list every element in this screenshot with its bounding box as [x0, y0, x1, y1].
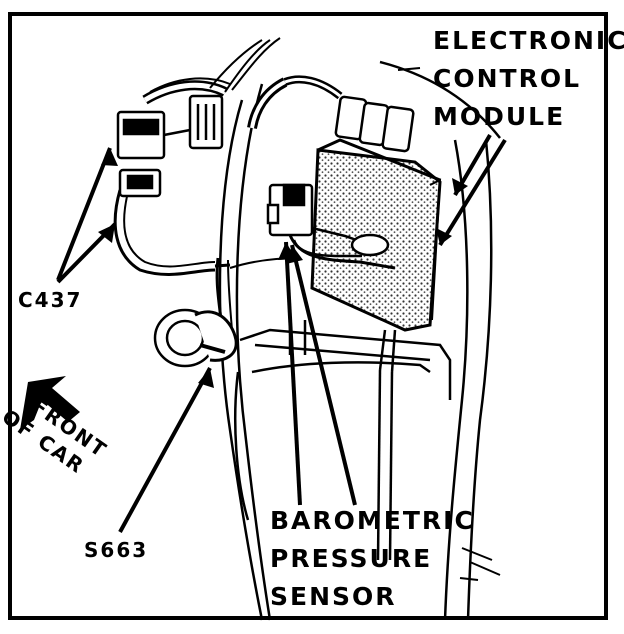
baro-label-line2: PRESSURE — [270, 544, 433, 573]
c437-label: C437 — [18, 288, 83, 312]
dash-outline — [218, 60, 501, 621]
stray-marks — [397, 67, 501, 581]
baro-label-line1: BAROMETRIC — [270, 506, 475, 535]
front-of-car-arrow-icon — [20, 376, 80, 430]
diagram-frame — [8, 12, 608, 620]
baro-label-line3: SENSOR — [270, 582, 397, 611]
s663-label: S663 — [84, 538, 149, 562]
ecm-label-line2: CONTROL — [433, 64, 582, 93]
s663-splice — [153, 308, 238, 368]
ecm-connectors — [247, 75, 415, 153]
ecm-label-line1: ELECTRONIC — [433, 26, 624, 55]
arrow-heads — [98, 148, 468, 388]
c437-connectors — [116, 94, 224, 198]
wire-harness — [113, 37, 301, 331]
baro-sensor-body — [266, 183, 396, 270]
ecm-label-line3: MODULE — [433, 102, 566, 131]
